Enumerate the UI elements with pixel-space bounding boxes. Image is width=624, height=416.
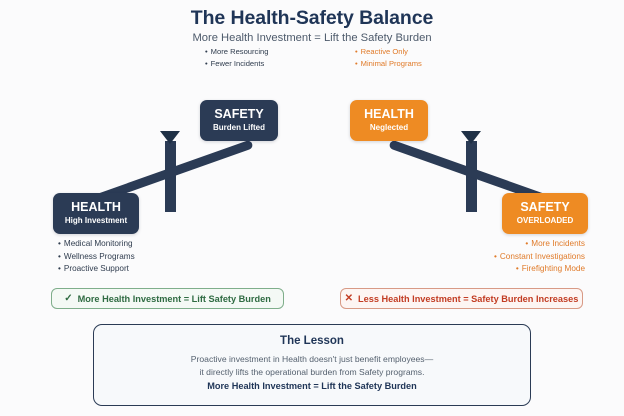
bullet-icon: • <box>355 47 358 56</box>
lesson-line-2: it directly lifts the operational burden… <box>199 367 425 377</box>
box-subtitle: Neglected <box>369 123 409 133</box>
bullet-icon: • <box>58 239 61 248</box>
list-item: •Medical Monitoring <box>58 239 133 248</box>
list-item: •Minimal Programs <box>355 58 422 68</box>
cross-icon: ✕ <box>344 293 354 304</box>
left-scenario-bullets: •Medical Monitoring •Wellness Programs •… <box>58 238 135 276</box>
right-raised-box-health: HEALTH Neglected <box>350 100 428 141</box>
left-lowered-box-health: HEALTH High Investment <box>53 193 139 234</box>
right-lowered-box-safety: SAFETY OVERLOADED <box>502 193 588 234</box>
box-title: SAFETY <box>520 199 570 214</box>
bullet-icon: • <box>515 264 519 274</box>
list-item: •More Incidents <box>525 239 585 248</box>
box-title: SAFETY <box>214 106 264 121</box>
lesson-title: The Lesson <box>280 335 344 347</box>
list-item: •Fewer Incidents <box>205 58 265 68</box>
lesson-line-1: Proactive investment in Health doesn't j… <box>190 354 434 364</box>
left-seesaw-fulcrum <box>160 131 180 144</box>
check-icon: ✓ <box>64 293 73 304</box>
list-item: •Wellness Programs <box>58 251 135 261</box>
right-seesaw-fulcrum <box>461 131 481 144</box>
top-bullets-right: •Reactive Only •Minimal Programs <box>355 46 422 69</box>
left-raised-box-safety: SAFETY Burden Lifted <box>200 100 278 141</box>
bullet-icon: • <box>205 47 208 56</box>
bullet-icon: • <box>205 58 208 68</box>
right-outcome-banner: ✕ Less Health Investment = Safety Burden… <box>340 288 583 309</box>
box-title: HEALTH <box>71 199 121 214</box>
bullet-icon: • <box>355 58 358 68</box>
page-subtitle: More Health Investment = Lift the Safety… <box>192 32 432 44</box>
bullet-icon: • <box>494 251 497 261</box>
right-scenario-bullets: •More Incidents •Constant Investigations… <box>426 238 585 276</box>
banner-text: More Health Investment = Lift Safety Bur… <box>77 293 271 304</box>
lesson-panel: The Lesson Proactive investment in Healt… <box>93 324 531 406</box>
list-item: •Firefighting Mode <box>515 264 585 274</box>
box-subtitle: Burden Lifted <box>213 123 265 133</box>
list-item: •Constant Investigations <box>494 251 585 261</box>
top-bullets: •More Resourcing •Fewer Incidents •React… <box>0 46 624 76</box>
bullet-icon: • <box>525 239 529 248</box>
page-title: The Health-Safety Balance <box>190 7 434 29</box>
bullet-icon: • <box>58 251 61 261</box>
left-outcome-banner: ✓ More Health Investment = Lift Safety B… <box>51 288 284 309</box>
list-item: •Reactive Only <box>355 47 408 56</box>
banner-text: Less Health Investment = Safety Burden I… <box>358 293 579 304</box>
bullet-icon: • <box>58 264 61 274</box>
box-subtitle: OVERLOADED <box>516 216 574 226</box>
box-subtitle: High Investment <box>64 216 128 226</box>
top-bullets-left: •More Resourcing •Fewer Incidents <box>205 46 269 69</box>
box-title: HEALTH <box>364 106 414 121</box>
lesson-emphasis: More Health Investment = Lift the Safety… <box>207 381 417 391</box>
list-item: •Proactive Support <box>58 264 129 274</box>
list-item: •More Resourcing <box>205 47 269 56</box>
